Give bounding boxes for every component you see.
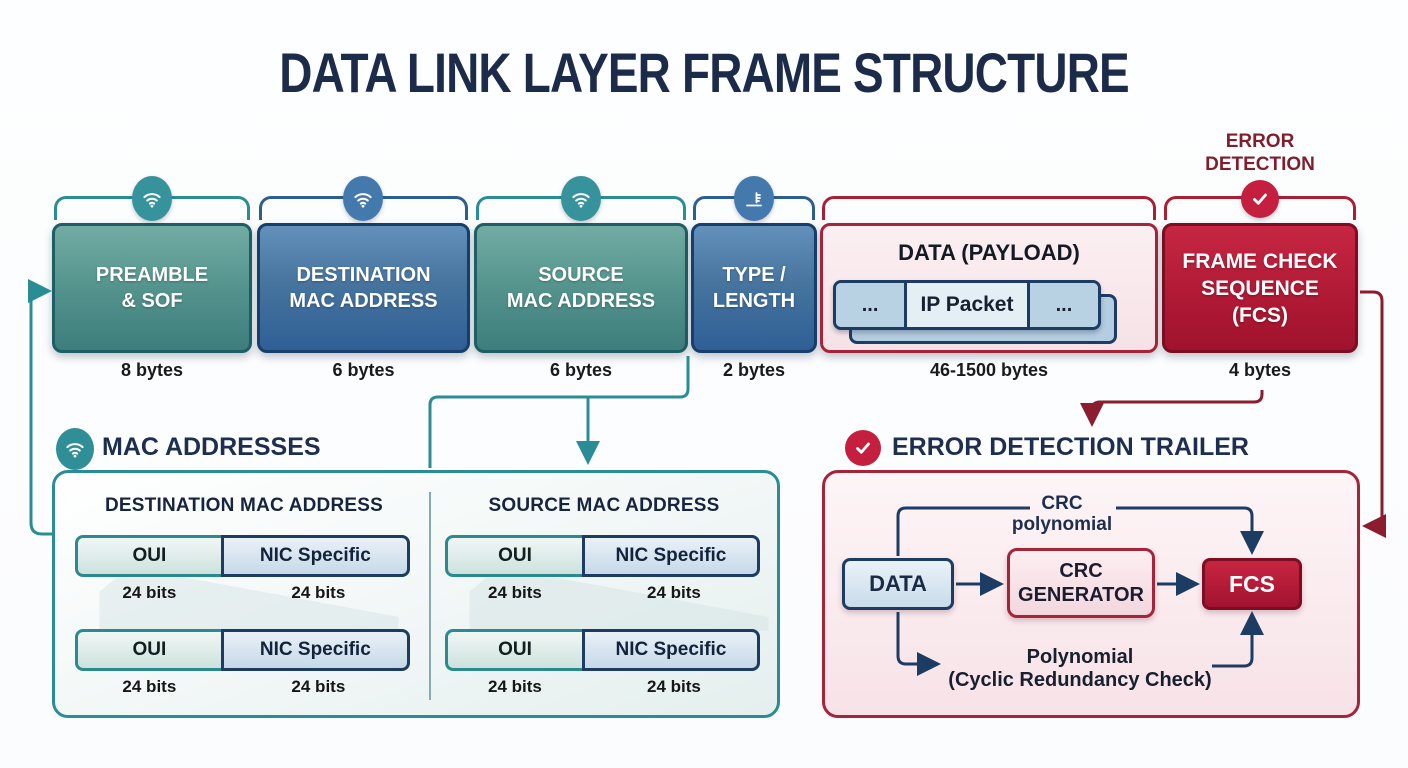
- nic-specific-box: NIC Specific: [581, 629, 760, 671]
- bits-label-row: 24 bits 24 bits: [445, 583, 763, 603]
- nic-specific-box: NIC Specific: [220, 629, 410, 671]
- field-data-payload: DATA (PAYLOAD) ... IP Packet ...: [820, 223, 1158, 353]
- mac-field-row: OUI NIC Specific: [445, 535, 763, 577]
- bytes-label-destination: 6 bytes: [332, 360, 395, 380]
- nic-specific-box: NIC Specific: [220, 535, 410, 577]
- mac-addresses-panel: DESTINATION MAC ADDRESS OUI NIC Specific…: [52, 470, 780, 718]
- mac-field-row: OUI NIC Specific: [75, 629, 413, 671]
- error-detection-label: ERROR DETECTION: [1205, 131, 1315, 175]
- bytes-label-type-length: 2 bytes: [722, 360, 786, 380]
- polynomial-crc-label: Polynomial (Cyclic Redundancy Check): [948, 646, 1212, 691]
- wire-mac-to-preamble: [28, 279, 54, 536]
- error-detection-trailer-heading: ERROR DETECTION TRAILER: [892, 433, 1249, 461]
- column-heading: DESTINATION MAC ADDRESS: [105, 495, 383, 516]
- bytes-label-preamble: 8 bytes: [120, 360, 184, 380]
- field-bracket-payload: [822, 196, 1156, 220]
- payload-title: DATA (PAYLOAD): [898, 240, 1080, 265]
- crc-polynomial-label: CRC polynomial: [1011, 493, 1113, 535]
- field-type-length: TYPE / LENGTH: [691, 223, 817, 353]
- field-label: FRAME CHECK: [1182, 249, 1338, 273]
- packet-stack-front: ... IP Packet ...: [833, 280, 1101, 330]
- wifi-icon: [56, 428, 94, 470]
- field-preamble-sof: PREAMBLE & SOF: [52, 223, 252, 353]
- field-label: LENGTH: [712, 290, 796, 312]
- field-destination-mac: DESTINATION MAC ADDRESS: [257, 223, 470, 353]
- wifi-icon: [561, 176, 601, 221]
- wifi-icon: [132, 176, 172, 221]
- mac-field-row: OUI NIC Specific: [445, 629, 763, 671]
- column-heading: SOURCE MAC ADDRESS: [488, 495, 720, 516]
- mac-field-row: OUI NIC Specific: [75, 535, 413, 577]
- field-source-mac: SOURCE MAC ADDRESS: [474, 223, 688, 353]
- checkmark-icon: [1241, 180, 1279, 218]
- field-label: (FCS): [1232, 303, 1288, 327]
- bits-label: 24 bits: [291, 583, 346, 602]
- field-label: PREAMBLE: [95, 264, 209, 286]
- bits-label-row: 24 bits 24 bits: [75, 583, 413, 603]
- field-label: MAC ADDRESS: [506, 290, 656, 312]
- crc-generator-node: CRC GENERATOR: [1007, 548, 1155, 618]
- checkmark-icon: [845, 430, 881, 466]
- packet-cell-ip-packet: IP Packet: [904, 283, 1030, 327]
- bits-label: 24 bits: [647, 583, 701, 602]
- oui-box: OUI: [445, 629, 585, 671]
- mac-addresses-heading: MAC ADDRESSES: [102, 433, 321, 461]
- nic-specific-box: NIC Specific: [581, 535, 760, 577]
- bits-label: 24 bits: [122, 583, 177, 602]
- field-label: SEQUENCE: [1201, 276, 1319, 300]
- page-title: DATA LINK LAYER FRAME STRUCTURE: [279, 41, 1129, 104]
- bits-label: 24 bits: [488, 677, 542, 696]
- field-label: SOURCE: [538, 264, 624, 286]
- field-label: MAC ADDRESS: [289, 290, 438, 312]
- bytes-label-payload: 46-1500 bytes: [929, 360, 1049, 380]
- bits-label: 24 bits: [647, 677, 701, 696]
- bits-label: 24 bits: [488, 583, 542, 602]
- fcs-node: FCS: [1202, 558, 1302, 610]
- field-label: & SOF: [121, 290, 183, 312]
- field-fcs: FRAME CHECK SEQUENCE (FCS): [1162, 223, 1358, 353]
- bits-label-row: 24 bits 24 bits: [445, 677, 763, 697]
- bits-label-row: 24 bits 24 bits: [75, 677, 413, 697]
- bits-label: 24 bits: [291, 677, 346, 696]
- packet-cell-ellipsis: ...: [836, 283, 905, 327]
- oui-box: OUI: [75, 535, 224, 577]
- wire-fcs-to-trailer-panel: [1360, 290, 1386, 538]
- source-mac-column: SOURCE MAC ADDRESS OUI NIC Specific 24 b…: [445, 473, 769, 715]
- document-icon: [734, 176, 774, 221]
- data-node: DATA: [842, 558, 954, 610]
- oui-box: OUI: [75, 629, 224, 671]
- packet-cell-ellipsis: ...: [1029, 283, 1098, 327]
- oui-box: OUI: [445, 535, 585, 577]
- wifi-icon: [343, 176, 383, 221]
- bytes-label-source: 6 bytes: [549, 360, 613, 380]
- bits-label: 24 bits: [122, 677, 177, 696]
- bytes-label-fcs: 4 bytes: [1228, 360, 1292, 380]
- wire-fcs-to-trailer-heading: [1080, 390, 1264, 427]
- field-label: DESTINATION: [296, 264, 431, 286]
- destination-mac-column: DESTINATION MAC ADDRESS OUI NIC Specific…: [75, 473, 413, 715]
- field-label: TYPE /: [722, 264, 786, 286]
